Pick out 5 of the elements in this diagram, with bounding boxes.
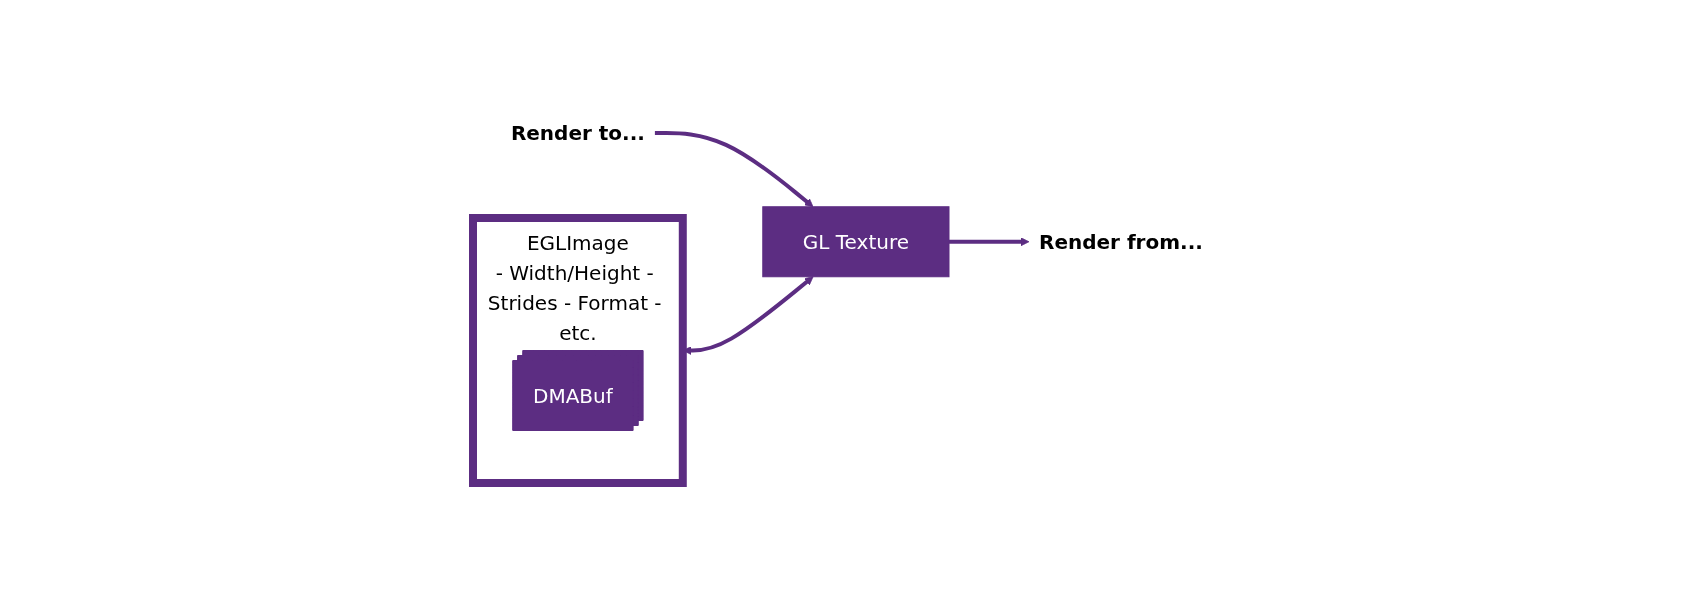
node-text: Render from... — [1039, 229, 1203, 254]
node-text: Render to... — [510, 121, 645, 145]
arrow — [949, 237, 1030, 247]
arrow — [654, 131, 814, 208]
node-box: GL Texture — [762, 206, 950, 278]
